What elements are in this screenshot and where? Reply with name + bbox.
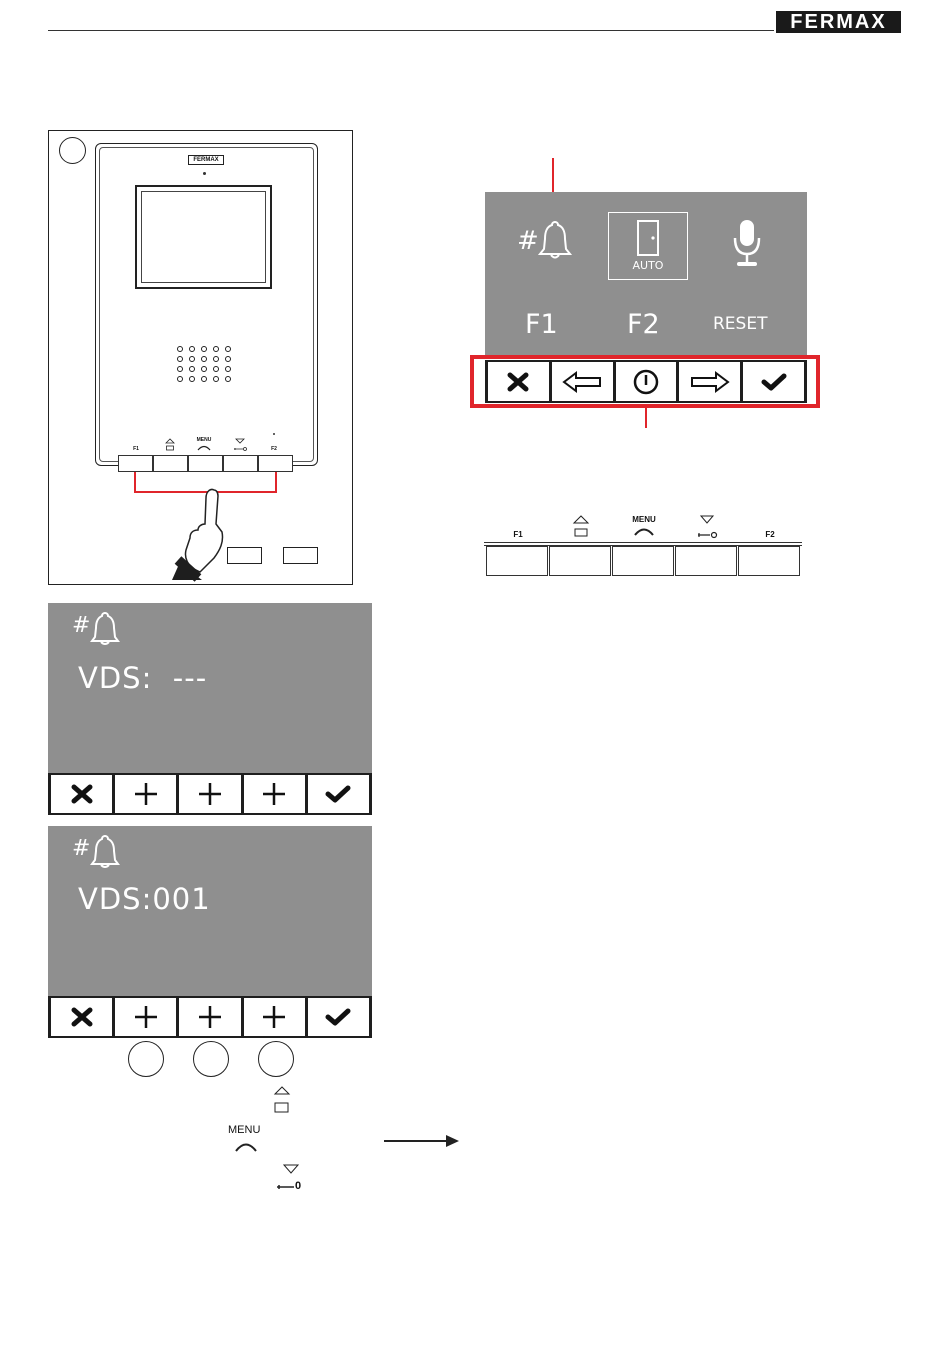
brand-logo: FERMAX (776, 11, 901, 33)
vds-screen-empty: # VDS: --- (48, 603, 372, 773)
strip-key-up[interactable] (549, 546, 611, 576)
strip-keys (486, 546, 800, 576)
microphone-icon (731, 218, 763, 270)
f2-led (273, 433, 275, 435)
right-arrow-icon (690, 371, 730, 393)
monitor-key-up[interactable] (153, 455, 188, 472)
menu-softkey-bar (485, 360, 807, 403)
bell-icon (90, 833, 120, 869)
monitor-label-f1: F1 (126, 446, 146, 452)
desk-slot-left (227, 547, 262, 564)
monitor-brand: FERMAX (188, 155, 224, 165)
cross-icon (71, 1007, 93, 1027)
header-rule (48, 30, 774, 31)
vds-value: VDS:001 (78, 882, 211, 916)
strip-label-f2: F2 (758, 530, 782, 539)
chime-hash: # (72, 613, 90, 638)
check-icon (325, 1007, 351, 1027)
camera-dot (203, 172, 206, 175)
auto-door-tile[interactable]: AUTO (608, 212, 688, 280)
speaker-grille (172, 343, 242, 388)
vds-screen-set: # VDS:001 (48, 826, 372, 996)
vds-set-softkey-bar (48, 996, 372, 1038)
pointer-line-bottom (645, 408, 647, 428)
strip-key-menu[interactable] (612, 546, 674, 576)
vds-empty-softkey-plus-1[interactable] (115, 775, 176, 813)
strip-key-down[interactable] (675, 546, 737, 576)
vds-set-softkey-cancel[interactable] (51, 998, 112, 1036)
key-strip: F1 MENU F2 (484, 512, 802, 578)
bell-icon (90, 610, 120, 646)
plus-icon (133, 1004, 159, 1030)
strip-key-f1[interactable] (486, 546, 548, 576)
vds-empty-softkey-plus-3[interactable] (244, 775, 305, 813)
auto-label: AUTO (609, 259, 687, 272)
handset-icon (197, 445, 211, 451)
down-triangle-icon (282, 1163, 300, 1175)
vds-set-softkey-confirm[interactable] (308, 998, 369, 1036)
monitor-key-f2[interactable] (258, 455, 293, 472)
digit-circle-2 (193, 1041, 229, 1077)
power-icon (632, 368, 660, 396)
menu-softkey-left[interactable] (552, 362, 613, 401)
monitor-key-menu[interactable] (188, 455, 223, 472)
up-triangle-icon (273, 1086, 291, 1116)
vds-set-softkey-plus-3[interactable] (244, 998, 305, 1036)
down-triangle-key-icon (696, 515, 718, 539)
pointing-hand-icon (172, 484, 232, 580)
strip-label-menu: MENU (626, 515, 662, 524)
menu-softkey-confirm[interactable] (743, 362, 804, 401)
digit-circle-3 (258, 1041, 294, 1077)
handset-icon (234, 1141, 258, 1153)
legend-menu-label: MENU (228, 1124, 260, 1136)
plus-icon (197, 781, 223, 807)
menu-softkey-power[interactable] (616, 362, 677, 401)
plus-icon (197, 1004, 223, 1030)
plus-icon (261, 781, 287, 807)
monitor-key-f1[interactable] (118, 455, 153, 472)
vds-value: VDS: --- (78, 661, 207, 695)
left-arrow-icon (562, 371, 602, 393)
key-icon-digit: 0 (295, 1180, 301, 1192)
monitor-keys (118, 455, 293, 472)
vds-empty-softkey-plus-2[interactable] (179, 775, 240, 813)
down-triangle-key-icon (233, 438, 247, 452)
result-arrow-icon (384, 1133, 460, 1149)
cross-icon (507, 372, 529, 392)
door-icon (634, 219, 662, 257)
vds-empty-softkey-cancel[interactable] (51, 775, 112, 813)
vds-empty-softkey-confirm[interactable] (308, 775, 369, 813)
function-label-reset: RESET (713, 314, 767, 334)
cross-icon (71, 784, 93, 804)
monitor-label-menu: MENU (194, 437, 214, 443)
menu-softkey-right[interactable] (679, 362, 740, 401)
desk-slot-right (283, 547, 318, 564)
up-triangle-icon (572, 515, 590, 539)
digit-circle-1 (128, 1041, 164, 1077)
function-label-f2: F2 (627, 309, 660, 340)
monitor-label-f2: F2 (264, 446, 284, 452)
key-strip-rule (484, 542, 802, 543)
chime-hash: # (72, 836, 90, 861)
up-triangle-icon (165, 438, 175, 452)
check-icon (761, 372, 787, 392)
check-icon (325, 784, 351, 804)
chime-hash: # (517, 226, 539, 256)
strip-key-f2[interactable] (738, 546, 800, 576)
vds-set-softkey-plus-1[interactable] (115, 998, 176, 1036)
key-icon (276, 1181, 296, 1193)
plus-icon (133, 781, 159, 807)
menu-softkey-cancel[interactable] (488, 362, 549, 401)
vds-set-softkey-plus-2[interactable] (179, 998, 240, 1036)
bell-icon (538, 219, 572, 259)
strip-label-f1: F1 (506, 530, 530, 539)
handset-icon (633, 527, 655, 537)
monitor-screen (135, 185, 272, 289)
plus-icon (261, 1004, 287, 1030)
function-label-f1: F1 (525, 309, 558, 340)
monitor-key-down[interactable] (223, 455, 258, 472)
vds-empty-softkey-bar (48, 773, 372, 815)
step-circle (59, 137, 86, 164)
menu-screen: # AUTO F1 F2 RESET (485, 192, 807, 360)
